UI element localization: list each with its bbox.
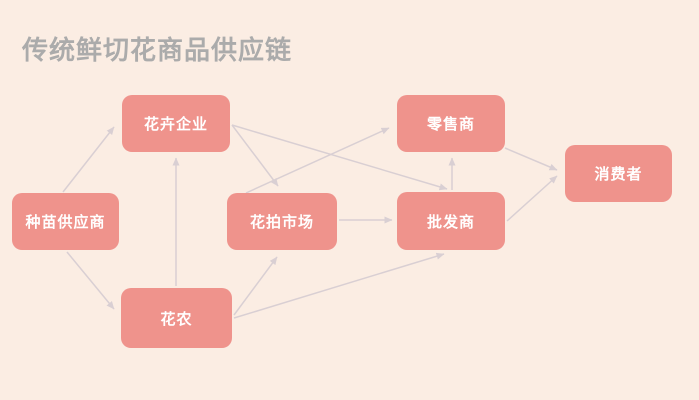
node-flower-enterprise: 花卉企业 xyxy=(122,95,230,152)
node-flower-auction-market: 花拍市场 xyxy=(227,193,337,250)
node-flower-farmer-label: 花农 xyxy=(160,310,193,328)
arrow-seedling-supplier-to-flower-farmer xyxy=(66,251,115,310)
node-consumer-label: 消费者 xyxy=(594,166,643,183)
node-wholesaler-label: 批发商 xyxy=(426,213,475,231)
node-seedling-supplier: 种苗供应商 xyxy=(12,193,119,250)
arrow-flower-auction-market-to-retailer xyxy=(245,127,390,194)
arrow-flower-farmer-to-flower-auction-market xyxy=(233,256,278,316)
node-retailer: 零售商 xyxy=(397,95,505,152)
node-flower-auction-market-label: 花拍市场 xyxy=(249,214,314,231)
arrow-flower-enterprise-to-wholesaler xyxy=(231,124,448,191)
page-title: 传统鲜切花商品供应链 xyxy=(22,35,293,65)
arrow-seedling-supplier-to-flower-enterprise xyxy=(62,126,115,193)
node-flower-enterprise-label: 花卉企业 xyxy=(143,116,208,133)
node-retailer-label: 零售商 xyxy=(426,116,475,133)
node-consumer: 消费者 xyxy=(565,145,672,202)
node-wholesaler: 批发商 xyxy=(397,192,505,250)
arrow-flower-enterprise-to-flower-auction-market xyxy=(231,124,279,187)
arrow-retailer-to-consumer xyxy=(504,147,558,171)
arrow-flower-farmer-to-wholesaler xyxy=(233,252,445,319)
arrow-wholesaler-to-consumer xyxy=(506,175,558,222)
node-flower-farmer: 花农 xyxy=(121,288,232,348)
node-seedling-supplier-label: 种苗供应商 xyxy=(25,214,106,231)
